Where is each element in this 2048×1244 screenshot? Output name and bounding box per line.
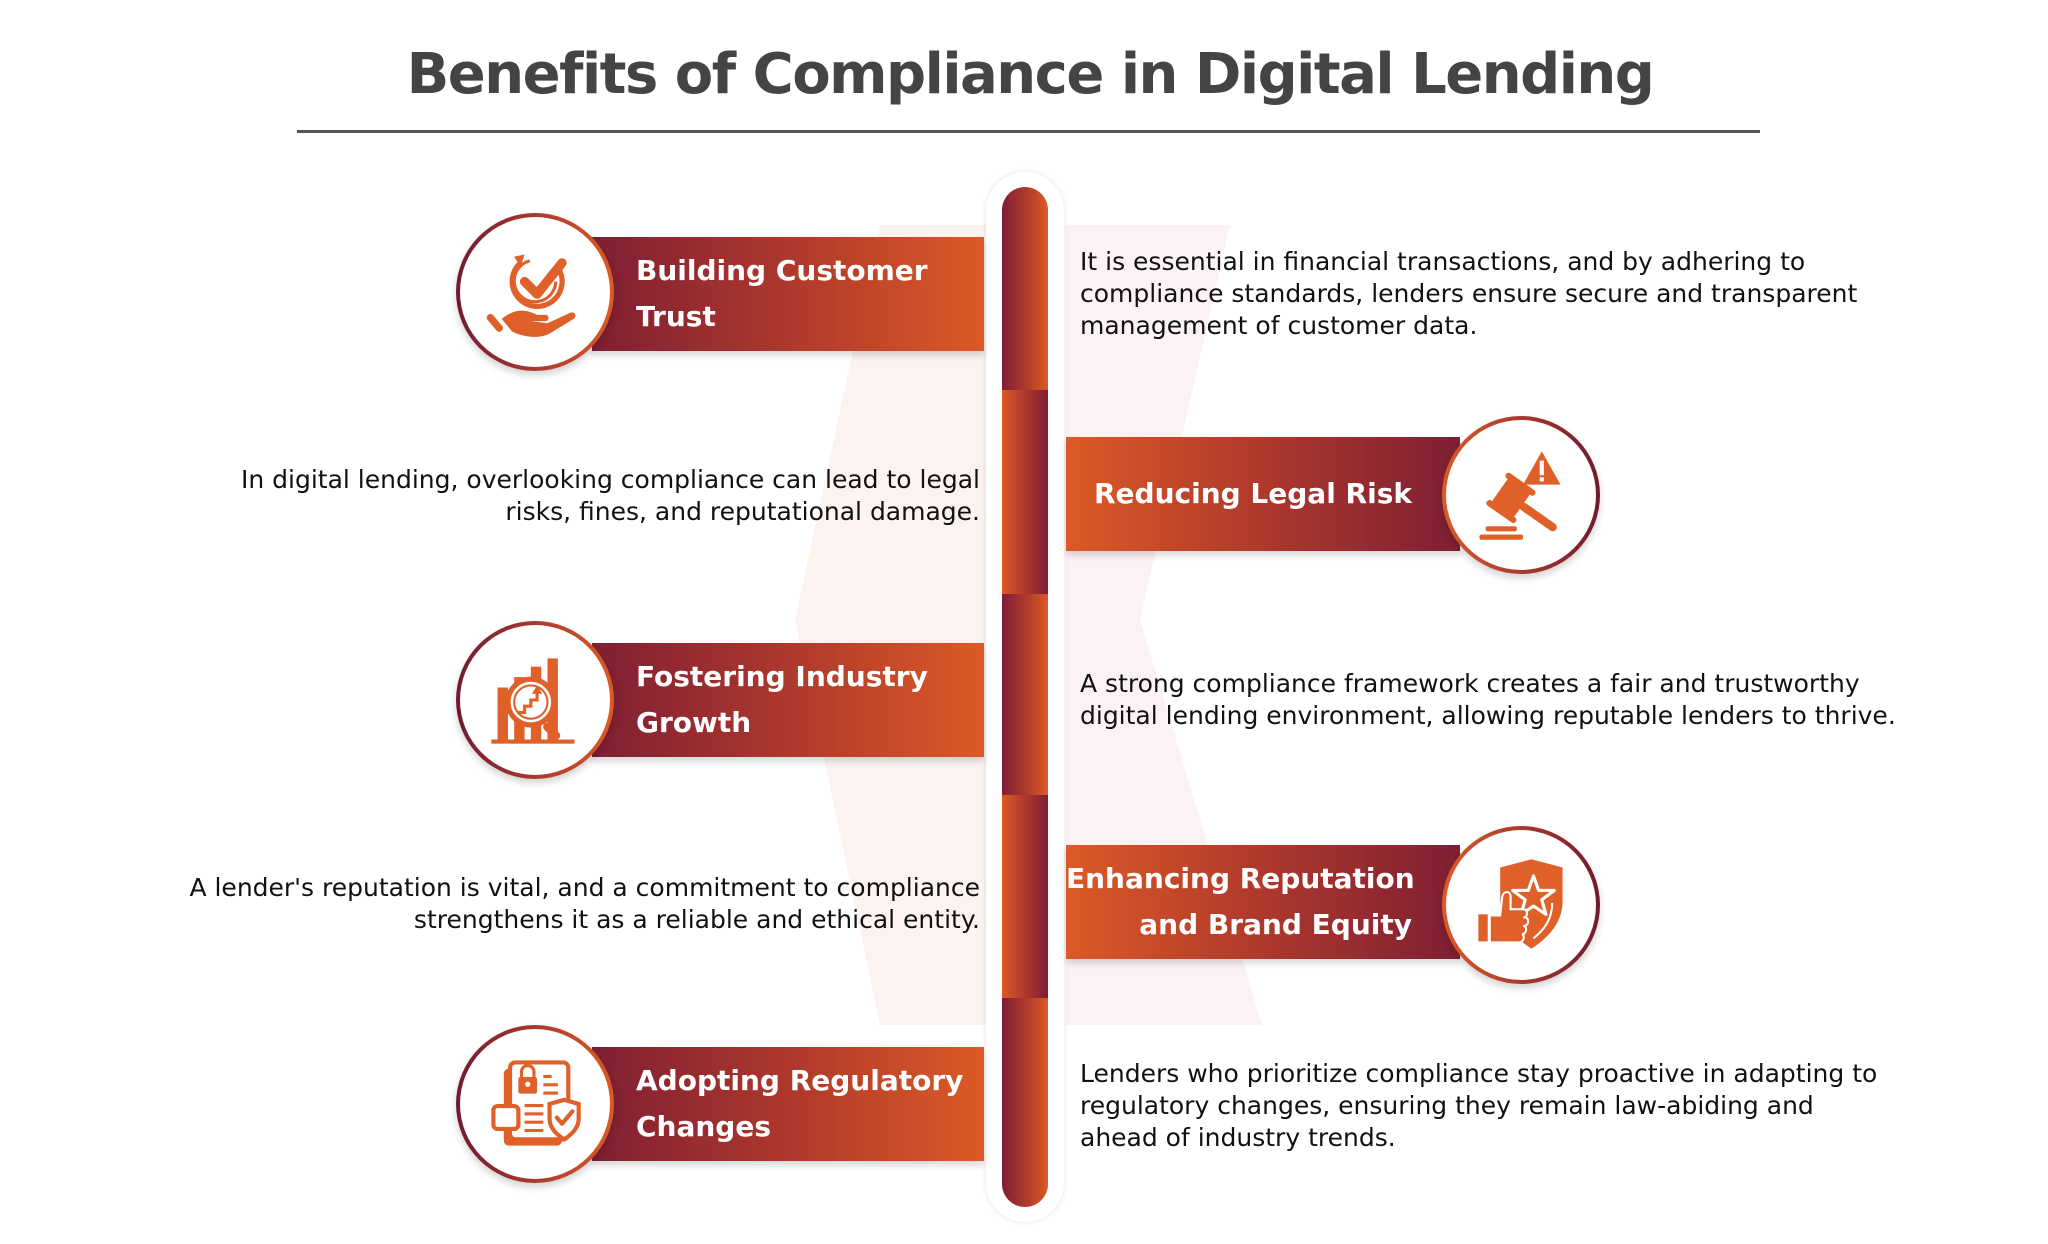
benefit-icon-badge (456, 213, 614, 371)
benefit-heading-line: Building Customer (636, 254, 928, 287)
benefit-heading-line: Adopting Regulatory (636, 1064, 964, 1097)
benefit-heading-line: and Brand Equity (1139, 908, 1412, 941)
spine-segment-4 (1002, 795, 1048, 998)
description-line: digital lending environment, allowing re… (1080, 701, 1896, 730)
benefit-description: Lenders who prioritize compliance stay p… (1080, 1058, 1980, 1154)
benefit-icon-badge (456, 621, 614, 779)
benefit-description: In digital lending, overlooking complian… (80, 464, 980, 528)
description-line: strengthens it as a reliable and ethical… (413, 905, 980, 934)
description-line: regulatory changes, ensuring they remain… (1080, 1091, 1814, 1120)
description-line: In digital lending, overlooking complian… (241, 465, 980, 494)
spine-segment-2 (1002, 390, 1048, 594)
benefit-heading-bar: Fostering Industry Growth (592, 643, 984, 757)
spine-segment-1 (1002, 187, 1048, 390)
benefit-heading-bar: Adopting Regulatory Changes (592, 1047, 984, 1161)
benefit-heading-line: Fostering Industry (636, 660, 928, 693)
description-line: A strong compliance framework creates a … (1080, 669, 1860, 698)
benefit-heading-bar: Reducing Legal Risk (1066, 437, 1460, 551)
description-line: management of customer data. (1080, 311, 1478, 340)
benefit-icon-badge (1442, 826, 1600, 984)
gavel-warning-icon (1479, 451, 1561, 540)
spine-segment-3 (1002, 594, 1048, 795)
benefit-icon-badge (456, 1025, 614, 1183)
description-line: Lenders who prioritize compliance stay p… (1080, 1059, 1878, 1088)
benefit-heading-line: Trust (636, 300, 716, 333)
benefit-heading-line: Reducing Legal Risk (1093, 477, 1412, 510)
hand-checkmark-icon (486, 254, 576, 337)
benefit-heading-line: Enhancing Reputation (1066, 862, 1415, 895)
benefit-heading-line: Growth (636, 706, 752, 739)
description-line: A lender's reputation is vital, and a co… (189, 873, 980, 902)
description-line: risks, fines, and reputational damage. (505, 497, 980, 526)
description-line: compliance standards, lenders ensure sec… (1080, 279, 1858, 308)
benefit-description: A strong compliance framework creates a … (1080, 668, 1980, 732)
description-line: ahead of industry trends. (1080, 1123, 1396, 1152)
spine-segment-5 (1002, 998, 1048, 1207)
description-line: It is essential in financial transaction… (1080, 247, 1806, 276)
benefit-heading-bar: Building Customer Trust (592, 237, 984, 351)
document-lock-shield-icon (491, 1060, 581, 1146)
benefit-heading-line: Changes (636, 1110, 772, 1143)
benefit-heading-bar: Enhancing Reputation and Brand Equity (1066, 845, 1460, 959)
benefit-icon-badge (1442, 416, 1600, 574)
shield-star-thumbs-up-icon (1476, 859, 1563, 949)
timeline-spine (1002, 187, 1048, 1207)
page-title: Benefits of Compliance in Digital Lendin… (406, 42, 1655, 107)
benefit-description: A lender's reputation is vital, and a co… (80, 872, 980, 936)
benefit-description: It is essential in financial transaction… (1080, 246, 1980, 342)
growth-chart-magnifier-icon (491, 658, 575, 744)
title-underline (297, 130, 1760, 133)
